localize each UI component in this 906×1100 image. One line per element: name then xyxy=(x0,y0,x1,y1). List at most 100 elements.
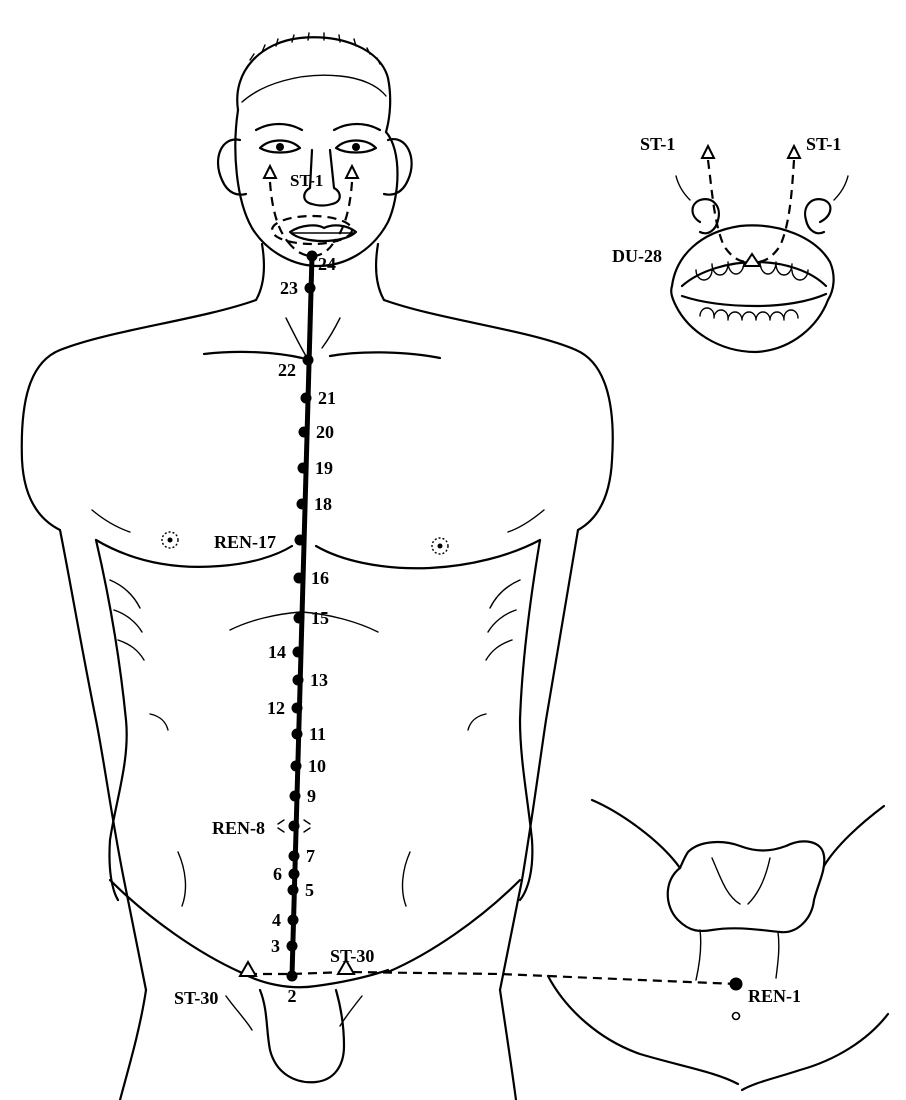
ren-point-label-21: 21 xyxy=(318,388,336,408)
right-pectoral xyxy=(316,540,540,568)
ren-point-label-16: 16 xyxy=(311,568,329,588)
ren-point-label-12: 12 xyxy=(267,698,285,718)
inset-st1-left-arrow xyxy=(702,146,714,158)
torso-left xyxy=(96,540,127,900)
left-brow xyxy=(256,124,302,130)
inset-st1-left-label: ST-1 xyxy=(640,134,675,154)
right-brow xyxy=(334,124,380,130)
ren-point-12 xyxy=(292,703,303,714)
ren1-point xyxy=(730,978,743,991)
ren-point-6 xyxy=(289,869,300,880)
ren-point-label-5: 5 xyxy=(305,880,314,900)
right-flank-mark xyxy=(468,714,486,730)
right-shoulder-arm xyxy=(384,300,613,990)
inset-st1-right-label: ST-1 xyxy=(806,134,841,154)
neck-right xyxy=(376,244,384,300)
sternocleidomastoid-left xyxy=(286,318,306,356)
st30-left-label: ST-30 xyxy=(174,988,218,1008)
scrotum-folds xyxy=(712,858,770,904)
right-hip-line xyxy=(403,852,410,906)
ren-point-label-6: 6 xyxy=(273,864,282,884)
left-clavicle xyxy=(204,352,302,358)
ren-point-20 xyxy=(299,427,310,438)
body-outline xyxy=(22,33,613,1100)
hair-outline xyxy=(237,37,390,132)
inset-right-finger xyxy=(805,199,830,233)
ren-point-15 xyxy=(294,613,305,624)
inset-finger-stems xyxy=(676,176,848,200)
left-flank-mark xyxy=(150,714,168,730)
dashed-pathways xyxy=(248,160,794,984)
ren-point-label-7: 7 xyxy=(306,846,315,866)
ren-point-3 xyxy=(287,941,298,952)
inset-lower-teeth xyxy=(700,308,798,320)
right-ribs xyxy=(486,580,520,660)
st1-face-right-arrow xyxy=(346,166,358,178)
left-leg xyxy=(120,990,146,1100)
left-groin-crease xyxy=(226,996,252,1030)
ren-point-23 xyxy=(305,283,316,294)
face-path-left xyxy=(270,182,288,242)
ren-point-8 xyxy=(289,821,300,832)
ren-point-label-9: 9 xyxy=(307,786,316,806)
ren-point-17 xyxy=(295,535,306,546)
ren-point-label-10: 10 xyxy=(308,756,326,776)
st30-right-label: ST-30 xyxy=(330,946,374,966)
inset-path-left xyxy=(708,160,748,262)
ren-point-label-4: 4 xyxy=(272,910,281,930)
right-nipple-center xyxy=(438,544,443,549)
buttock-left xyxy=(548,976,738,1084)
left-shoulder-arm xyxy=(22,300,256,990)
perineum-right-thigh xyxy=(824,806,884,866)
perineum-left-thigh xyxy=(592,800,680,868)
ren-point-22 xyxy=(303,355,314,366)
st1-face-left-arrow xyxy=(264,166,276,178)
ren17-label: REN-17 xyxy=(214,532,276,552)
sternocleidomastoid-right xyxy=(322,318,340,348)
ren-point-label-18: 18 xyxy=(314,494,332,514)
scrotum-outline xyxy=(668,841,825,932)
inset-left-finger xyxy=(693,199,719,233)
ren8-label: REN-8 xyxy=(212,818,265,838)
neck-left xyxy=(256,244,264,300)
inset-path-right xyxy=(756,160,794,262)
inset-lips xyxy=(671,225,833,352)
ren-point-label-20: 20 xyxy=(316,422,334,442)
left-hip-line xyxy=(178,852,185,906)
ren-point-16 xyxy=(294,573,305,584)
st30-left-marker xyxy=(240,962,256,976)
ren-point-9 xyxy=(290,791,301,802)
left-pupil xyxy=(276,143,284,151)
ren-point-13 xyxy=(293,675,304,686)
ren-point-14 xyxy=(293,647,304,658)
ren-point-label-22: 22 xyxy=(278,360,296,380)
buttock-right xyxy=(742,1014,888,1090)
ren-point-18 xyxy=(297,499,308,510)
ren-point-label-3: 3 xyxy=(271,936,280,956)
left-axilla xyxy=(92,510,130,532)
right-leg xyxy=(500,990,516,1100)
ren-point-19 xyxy=(298,463,309,474)
perineum-inset xyxy=(548,800,888,1090)
ren-point-label-19: 19 xyxy=(315,458,333,478)
ren-point-label-24: 24 xyxy=(318,254,336,274)
ren-point-10 xyxy=(291,761,302,772)
du28-label: DU-28 xyxy=(612,246,662,266)
ren-point-label-13: 13 xyxy=(310,670,328,690)
ren-point-label-15: 15 xyxy=(311,608,329,628)
right-axilla xyxy=(508,510,544,532)
left-ribs xyxy=(110,580,144,660)
right-clavicle xyxy=(330,352,440,358)
right-pupil xyxy=(352,143,360,151)
ren-point-label-11: 11 xyxy=(309,724,326,744)
left-ear xyxy=(218,140,246,195)
ren-point-11 xyxy=(292,729,303,740)
ren-point-7 xyxy=(289,851,300,862)
pelvic-path xyxy=(248,972,736,984)
du28-marker xyxy=(744,254,760,266)
ren-point-5 xyxy=(288,885,299,896)
left-nipple-center xyxy=(168,538,173,543)
hairline xyxy=(242,75,386,102)
ren-point-21 xyxy=(301,393,312,404)
